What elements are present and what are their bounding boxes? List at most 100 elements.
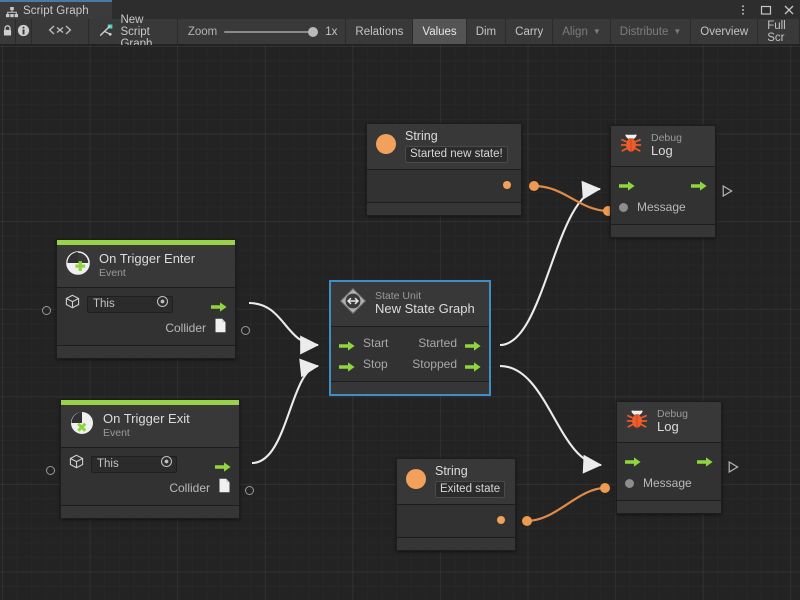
node-body (367, 170, 521, 203)
bug-icon (625, 407, 649, 436)
object-picker-icon[interactable] (156, 295, 169, 313)
gameobject-cube-icon (65, 294, 80, 314)
value-output-port[interactable] (503, 181, 511, 190)
collider-output-port-marker[interactable] (241, 326, 250, 335)
flow-port-row (619, 173, 707, 193)
node-title: Log (657, 419, 679, 435)
state-machine-icon (339, 287, 367, 320)
node-title-wrap: State Unit New State Graph (375, 290, 475, 317)
maximize-icon[interactable] (759, 3, 773, 17)
node-debug-log-bottom[interactable]: Debug Log Message (616, 401, 722, 514)
collider-row: Collider (65, 318, 227, 338)
collider-port-label: Collider (165, 321, 206, 335)
stop-port-label: Stop (363, 357, 388, 371)
toolbar-button-relations[interactable]: Relations (346, 19, 414, 44)
node-subtitle: Debug (657, 408, 688, 420)
flow-input-arrow-icon[interactable] (339, 359, 355, 372)
node-header: On Trigger Exit Event (61, 405, 239, 448)
node-string-bottom[interactable]: String Exited state (396, 458, 516, 552)
wire-state-stopped-to-log-bottom (499, 364, 603, 474)
toolbar-button-distribute[interactable]: Distribute ▼ (611, 19, 692, 44)
start-port-group: Start (339, 336, 388, 351)
node-title: On Trigger Enter (99, 251, 196, 266)
flow-input-arrow-icon[interactable] (625, 454, 641, 467)
object-picker-icon[interactable] (160, 455, 173, 473)
node-title-wrap: String Started new state! (405, 129, 508, 164)
collider-output-port-marker[interactable] (245, 486, 254, 495)
node-footer (617, 500, 721, 513)
started-port-label: Started (418, 336, 457, 350)
flow-input-arrow-icon[interactable] (339, 338, 355, 351)
target-input-port-marker[interactable] (46, 466, 55, 475)
lock-icon (1, 24, 14, 40)
value-output-port[interactable] (497, 516, 505, 525)
wire-trigger-exit-to-state-stop (251, 358, 320, 465)
collider-row: Collider (69, 478, 231, 498)
flow-output-arrow-icon[interactable] (465, 338, 481, 351)
toolbar-button-values[interactable]: Values (413, 19, 467, 44)
flow-output-arrow-icon[interactable] (691, 178, 707, 191)
toolbar-button-dim[interactable]: Dim (467, 19, 507, 44)
flow-output-port-marker[interactable] (722, 184, 733, 198)
zoom-slider-knob[interactable] (308, 26, 319, 37)
message-input-port[interactable] (619, 202, 628, 212)
flow-output-arrow-icon[interactable] (215, 459, 231, 472)
code-view-button[interactable] (32, 19, 90, 44)
lock-button[interactable] (0, 19, 17, 44)
toolbar-button-overview[interactable]: Overview (691, 19, 759, 44)
node-title-wrap: On Trigger Enter Event (99, 251, 196, 279)
node-string-top[interactable]: String Started new state! (366, 123, 522, 217)
stopped-port-group: Stopped (412, 357, 481, 372)
node-on-trigger-enter[interactable]: On Trigger Enter Event This (56, 239, 236, 359)
target-object-field[interactable]: This (91, 455, 177, 473)
target-object-field[interactable]: This (87, 295, 173, 313)
flow-output-arrow-icon[interactable] (465, 359, 481, 372)
info-icon (17, 24, 30, 40)
node-subtitle: State Unit (375, 290, 422, 302)
event-enter-icon (65, 250, 91, 281)
code-brackets-icon (47, 24, 73, 39)
node-on-trigger-exit[interactable]: On Trigger Exit Event This (60, 399, 240, 519)
node-header: State Unit New State Graph (331, 282, 489, 327)
collider-doc-icon[interactable] (218, 478, 231, 498)
node-subtitle: Debug (651, 132, 682, 144)
kebab-menu-icon[interactable] (736, 3, 750, 17)
zoom-slider[interactable] (224, 25, 319, 39)
window-controls (736, 0, 796, 19)
target-input-port-marker[interactable] (42, 306, 51, 315)
graph-title-button[interactable]: New Script Graph (89, 14, 178, 50)
event-accent-bar (57, 240, 235, 245)
flow-output-arrow-icon[interactable] (211, 299, 227, 312)
string-value-field[interactable]: Started new state! (405, 146, 508, 164)
node-subtitle: Event (103, 426, 130, 439)
node-state-unit[interactable]: State Unit New State Graph Start Started (330, 281, 490, 395)
toolbar-button-fullscreen[interactable]: Full Scr (758, 19, 800, 44)
node-debug-log-top[interactable]: Debug Log Message (610, 125, 716, 238)
graph-canvas[interactable]: String Started new state! (0, 45, 800, 600)
window-tab-bar: Script Graph (0, 0, 800, 19)
flow-output-port-marker[interactable] (728, 460, 739, 474)
node-body: This (61, 448, 239, 505)
graph-toolbar: New Script Graph Zoom 1x Relations Value… (0, 14, 800, 50)
toolbar-button-align[interactable]: Align ▼ (553, 19, 611, 44)
flow-output-arrow-icon[interactable] (697, 454, 713, 467)
message-port-row: Message (619, 197, 707, 217)
info-button[interactable] (16, 19, 33, 44)
toolbar-button-carry[interactable]: Carry (506, 19, 554, 44)
start-started-row: Start Started (339, 333, 481, 353)
tab-script-graph[interactable]: Script Graph (0, 0, 112, 19)
wire-endpoint-dot (522, 516, 532, 526)
target-object-value: This (97, 458, 119, 470)
node-title-wrap: On Trigger Exit Event (103, 411, 190, 439)
flow-input-arrow-icon[interactable] (619, 178, 635, 191)
collider-doc-icon[interactable] (214, 318, 227, 338)
target-field-group: This (65, 294, 173, 314)
message-input-port[interactable] (625, 478, 634, 488)
zoom-control: Zoom 1x (178, 19, 347, 44)
wire-endpoint-dot (600, 483, 610, 493)
node-title-wrap: Debug Log (651, 132, 682, 159)
close-icon[interactable] (782, 3, 796, 17)
string-value-field[interactable]: Exited state (435, 481, 506, 499)
collider-group: Collider (169, 478, 231, 498)
